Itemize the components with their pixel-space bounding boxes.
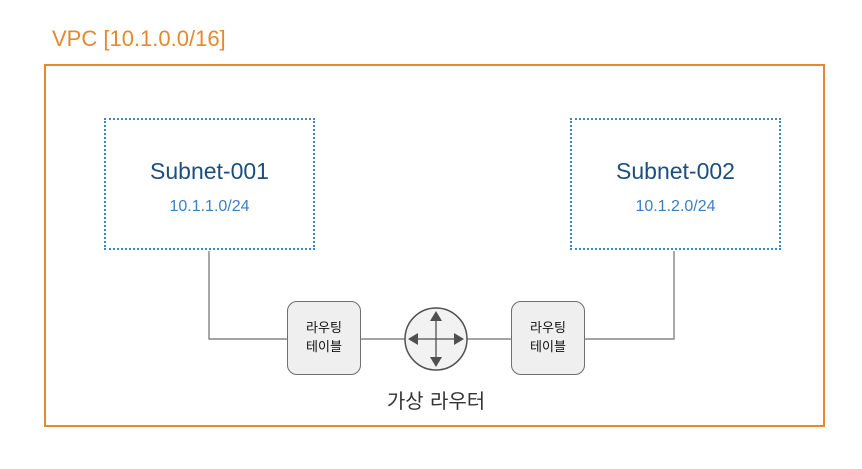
subnet-box-001: Subnet-001 10.1.1.0/24: [104, 118, 315, 250]
route-table-label-line1: 라우팅: [530, 321, 566, 336]
route-table-label-line1: 라우팅: [306, 321, 342, 336]
subnet-name: Subnet-001: [150, 158, 269, 184]
router-icon: [404, 307, 468, 371]
route-table-label-line2: 테이블: [306, 340, 342, 355]
connector-line-right: [585, 251, 675, 340]
subnet-cidr: 10.1.1.0/24: [169, 198, 250, 215]
router-caption: 가상 라우터: [386, 389, 486, 413]
route-table-box-right: 라우팅 테이블: [511, 301, 585, 375]
subnet-cidr: 10.1.2.0/24: [635, 198, 716, 215]
connector-line-left: [208, 251, 287, 340]
subnet-name: Subnet-002: [616, 158, 735, 184]
subnet-box-002: Subnet-002 10.1.2.0/24: [570, 118, 781, 250]
route-table-box-left: 라우팅 테이블: [287, 301, 361, 375]
vpc-container: [44, 64, 825, 427]
vpc-title: VPC [10.1.0.0/16]: [52, 26, 226, 51]
route-table-label-line2: 테이블: [530, 340, 566, 355]
